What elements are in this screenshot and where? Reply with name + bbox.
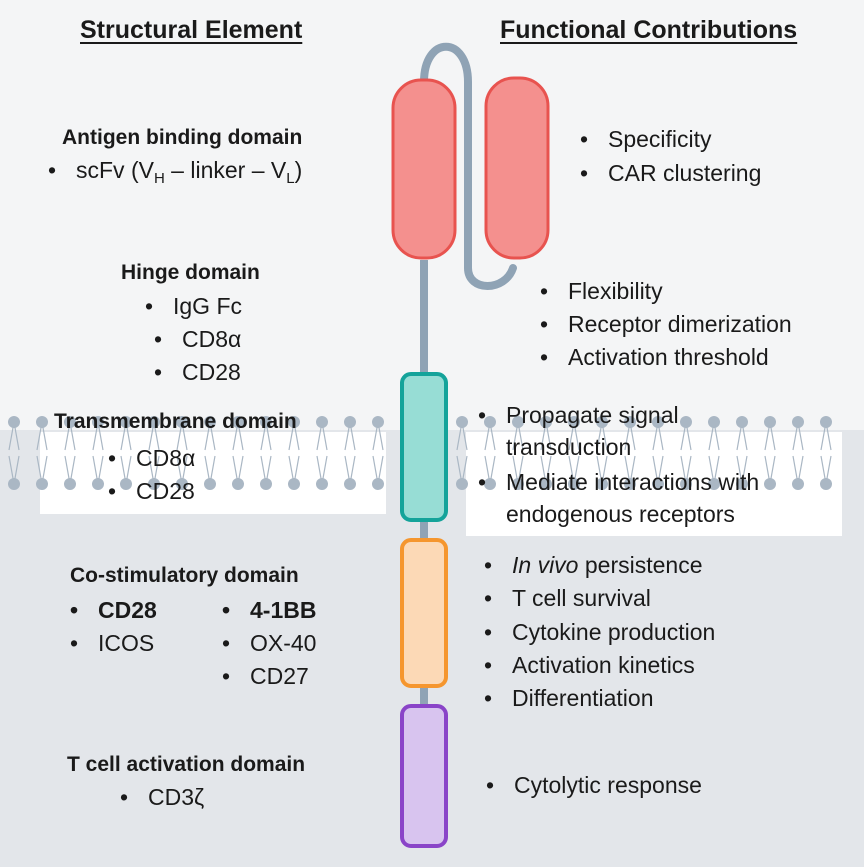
- lipid-head-upper: [708, 416, 720, 428]
- activation-function-item: Cytolytic response: [486, 772, 702, 799]
- lipid-head-upper: [36, 416, 48, 428]
- lipid-head-upper: [820, 416, 832, 428]
- lipid-head-upper: [764, 416, 776, 428]
- lipid-head-upper: [92, 416, 104, 428]
- costimulatory-domain-title: Co-stimulatory domain: [70, 564, 299, 587]
- lipid-head-lower: [456, 478, 468, 490]
- transmembrane-left-panel: [40, 432, 386, 514]
- costimulatory-function-item: T cell survival: [484, 585, 651, 612]
- costimulatory-function-item: In vivo persistence: [484, 552, 703, 579]
- scfv-domain-left: [391, 78, 457, 260]
- lipid-head-upper: [120, 416, 132, 428]
- lipid-head-upper: [316, 416, 328, 428]
- lipid-head-upper: [64, 416, 76, 428]
- functional-contributions-header: Functional Contributions: [500, 16, 798, 44]
- stalk-line: [420, 42, 517, 290]
- lipid-head-upper: [148, 416, 160, 428]
- hinge-function-item: Activation threshold: [540, 344, 769, 371]
- lipid-head-lower: [8, 478, 20, 490]
- costimulatory-item: CD27: [222, 663, 309, 690]
- scfv-domain-right: [484, 76, 550, 260]
- lipid-head-lower: [344, 478, 356, 490]
- lipid-head-lower: [92, 478, 104, 490]
- hinge-domain-title: Hinge domain: [121, 261, 260, 284]
- costimulatory-function-item: Activation kinetics: [484, 652, 695, 679]
- lipid-head-upper: [176, 416, 188, 428]
- lipid-head-lower: [792, 478, 804, 490]
- structural-element-header: Structural Element: [80, 16, 303, 44]
- transmembrane-domain-block: [400, 372, 448, 522]
- lipid-head-lower: [232, 478, 244, 490]
- lipid-head-upper: [792, 416, 804, 428]
- lipid-head-upper: [8, 416, 20, 428]
- transmembrane-item: CD28: [108, 478, 195, 505]
- lipid-head-upper: [736, 416, 748, 428]
- lipid-head-upper: [344, 416, 356, 428]
- activation-domain-title: T cell activation domain: [67, 753, 306, 776]
- antigen-function-item: Specificity: [580, 126, 712, 153]
- hinge-function-item: Receptor dimerization: [540, 311, 792, 338]
- hinge-item: CD28: [154, 359, 241, 386]
- hinge-item: IgG Fc: [145, 293, 242, 320]
- lipid-head-lower: [288, 478, 300, 490]
- lipid-head-lower: [316, 478, 328, 490]
- costimulatory-item: ICOS: [70, 630, 154, 657]
- lipid-head-lower: [36, 478, 48, 490]
- lipid-head-upper: [372, 416, 384, 428]
- lipid-head-lower: [372, 478, 384, 490]
- activation-item: CD3ζ: [120, 784, 204, 811]
- antigen-binding-domain-title: Antigen binding domain: [62, 126, 303, 149]
- lipid-head-upper: [204, 416, 216, 428]
- transmembrane-item: CD8α: [108, 445, 195, 472]
- activation-domain-block: [400, 704, 448, 848]
- lipid-head-lower: [64, 478, 76, 490]
- lipid-head-lower: [260, 478, 272, 490]
- costimulatory-item: CD28: [70, 597, 157, 624]
- hinge-item: CD8α: [154, 326, 241, 353]
- lipid-head-upper: [288, 416, 300, 428]
- lipid-head-upper: [680, 416, 692, 428]
- lipid-head-lower: [204, 478, 216, 490]
- lipid-head-lower: [764, 478, 776, 490]
- lipid-head-upper: [232, 416, 244, 428]
- transmembrane-domain-title: Transmembrane domain: [54, 410, 297, 433]
- lipid-head-upper: [456, 416, 468, 428]
- lipid-head-lower: [820, 478, 832, 490]
- costimulatory-item: OX-40: [222, 630, 316, 657]
- hinge-function-item: Flexibility: [540, 278, 663, 305]
- costimulatory-domain-block: [400, 538, 448, 688]
- lipid-head-upper: [260, 416, 272, 428]
- costimulatory-function-item: Cytokine production: [484, 619, 715, 646]
- costimulatory-item: 4-1BB: [222, 597, 316, 624]
- antigen-binding-item: scFv (VH – linker – VL): [48, 157, 302, 187]
- costimulatory-function-item: Differentiation: [484, 685, 654, 712]
- antigen-function-item: CAR clustering: [580, 160, 761, 187]
